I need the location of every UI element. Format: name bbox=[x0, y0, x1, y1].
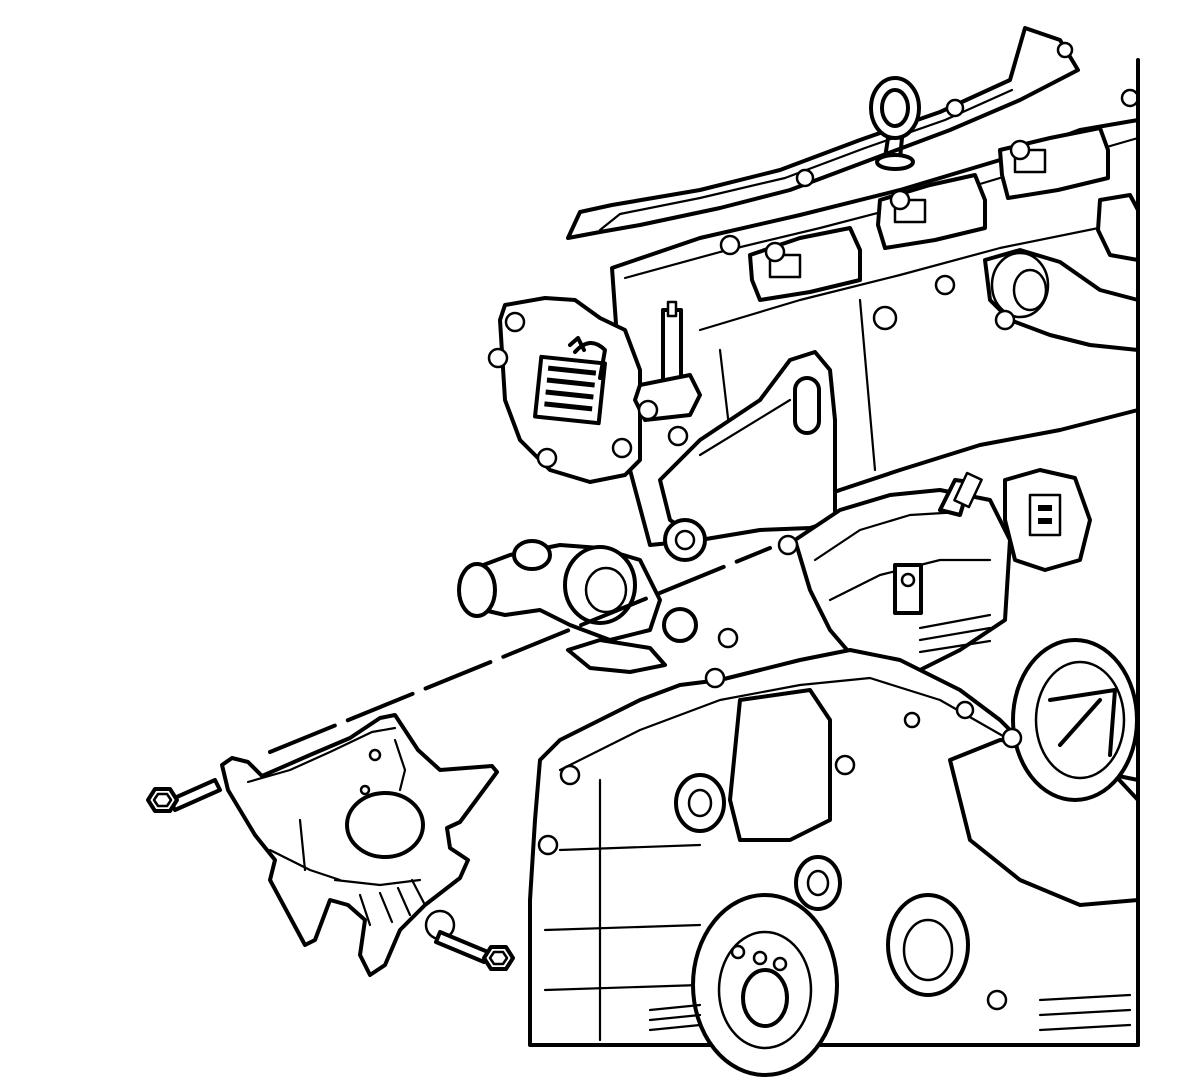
label-plate-icon bbox=[544, 365, 597, 412]
ignition-coils bbox=[719, 88, 1140, 331]
timing-cover-plate bbox=[487, 296, 642, 484]
intake-coupler bbox=[983, 193, 1140, 352]
dipstick-handle bbox=[869, 76, 921, 171]
alignment-leader bbox=[268, 546, 772, 754]
cam-sensor bbox=[633, 300, 702, 447]
upper-bolt bbox=[146, 778, 222, 813]
engine-assembly bbox=[457, 26, 1140, 1077]
fuel-rail bbox=[566, 26, 1080, 240]
engine-block bbox=[528, 638, 1140, 1077]
lower-bolt bbox=[434, 930, 515, 971]
rotation-arrow-icon bbox=[573, 341, 607, 380]
heat-shield bbox=[220, 713, 499, 977]
throttle-body bbox=[793, 471, 1012, 682]
egr-valve bbox=[1003, 468, 1092, 572]
crank-pulley bbox=[691, 893, 839, 1077]
water-outlet bbox=[457, 518, 799, 674]
